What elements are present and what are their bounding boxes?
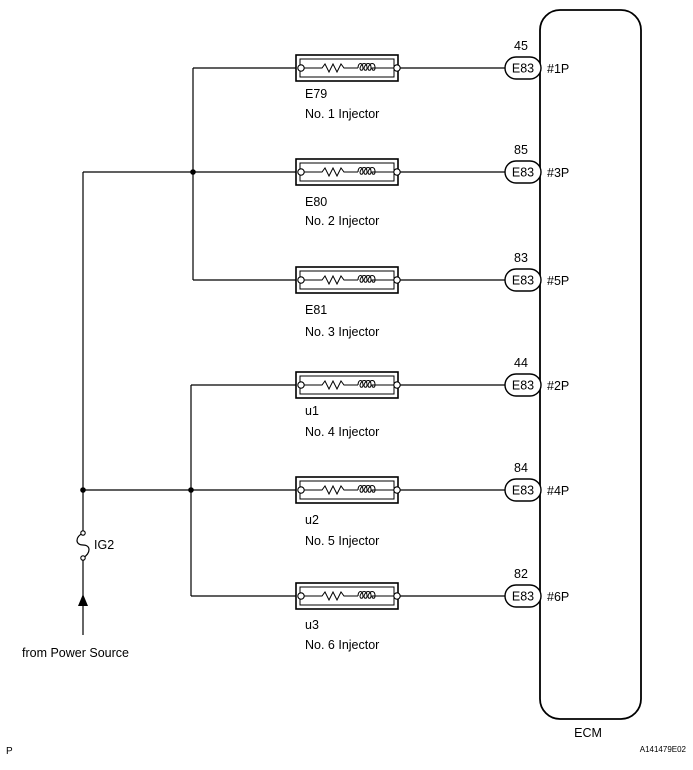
connector-e83	[504, 373, 542, 397]
injector-terminal-out	[393, 592, 401, 600]
pin-number: 83	[514, 251, 528, 265]
injector-connector-id: E80	[305, 195, 327, 209]
connector-e83	[504, 478, 542, 502]
injector-name: No. 2 Injector	[305, 214, 379, 228]
injector-connector-id: E81	[305, 303, 327, 317]
connector-label: E83	[512, 590, 534, 604]
connector-label: E83	[512, 274, 534, 288]
fuse-terminal-bottom	[80, 555, 86, 561]
resistor-symbol	[304, 166, 358, 178]
fuse-terminal-top	[80, 530, 86, 536]
injector-terminal-in	[297, 168, 305, 176]
footer-code: P	[6, 746, 13, 757]
resistor-symbol	[304, 62, 358, 74]
junction-dot	[80, 487, 86, 493]
injector-terminal-in	[297, 592, 305, 600]
coil-symbol	[357, 485, 394, 493]
injector-terminal-in	[297, 381, 305, 389]
injector-terminal-in	[297, 64, 305, 72]
pin-number: 82	[514, 567, 528, 581]
ecm-terminal-label: #1P	[547, 62, 569, 76]
connector-label: E83	[512, 62, 534, 76]
coil-symbol	[357, 167, 394, 175]
resistor-symbol	[304, 590, 358, 602]
connector-e83	[504, 268, 542, 292]
injector-terminal-in	[297, 276, 305, 284]
connector-e83	[504, 160, 542, 184]
figure-id: A141479E02	[640, 745, 687, 754]
injector-name: No. 5 Injector	[305, 534, 379, 548]
injector-terminal-out	[393, 168, 401, 176]
resistor-symbol	[304, 379, 358, 391]
coil-symbol	[357, 380, 394, 388]
ecm-terminal-label: #2P	[547, 379, 569, 393]
resistor-symbol	[304, 484, 358, 496]
injector-connector-id: u3	[305, 618, 319, 632]
connector-e83	[504, 584, 542, 608]
pin-number: 44	[514, 356, 528, 370]
injector-name: No. 3 Injector	[305, 325, 379, 339]
ecm-block	[539, 9, 642, 720]
power-source-label: from Power Source	[22, 646, 129, 660]
injector-name: No. 1 Injector	[305, 107, 379, 121]
injector-terminal-out	[393, 381, 401, 389]
ecm-terminal-label: #5P	[547, 274, 569, 288]
pin-number: 45	[514, 39, 528, 53]
injector-connector-id: u1	[305, 404, 319, 418]
connector-label: E83	[512, 484, 534, 498]
connector-e83	[504, 56, 542, 80]
injector-terminal-in	[297, 486, 305, 494]
coil-symbol	[357, 275, 394, 283]
ecm-terminal-label: #4P	[547, 484, 569, 498]
injector-terminal-out	[393, 486, 401, 494]
injector-connector-id: u2	[305, 513, 319, 527]
ecm-terminal-label: #3P	[547, 166, 569, 180]
coil-symbol	[357, 63, 394, 71]
ecm-label: ECM	[574, 726, 602, 740]
resistor-symbol	[304, 274, 358, 286]
injector-terminal-out	[393, 276, 401, 284]
connector-label: E83	[512, 166, 534, 180]
ecm-terminal-label: #6P	[547, 590, 569, 604]
fuse-label: IG2	[94, 538, 114, 552]
power-arrow-icon	[78, 594, 88, 606]
injector-connector-id: E79	[305, 87, 327, 101]
injector-terminal-out	[393, 64, 401, 72]
connector-label: E83	[512, 379, 534, 393]
fuse-symbol	[76, 532, 90, 559]
coil-symbol	[357, 591, 394, 599]
pin-number: 85	[514, 143, 528, 157]
pin-number: 84	[514, 461, 528, 475]
injector-name: No. 4 Injector	[305, 425, 379, 439]
injector-name: No. 6 Injector	[305, 638, 379, 652]
